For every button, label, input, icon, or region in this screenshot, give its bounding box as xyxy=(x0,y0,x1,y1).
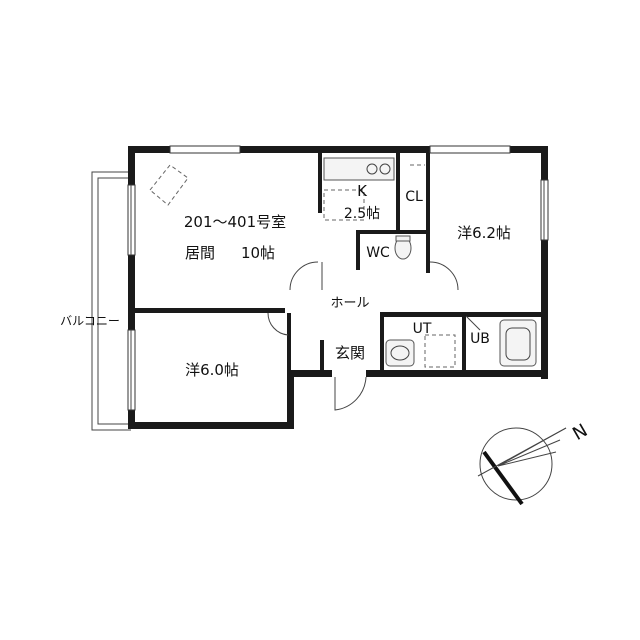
compass-north-label: N xyxy=(569,420,591,445)
utility-fixtures xyxy=(385,334,456,368)
utility-label: UT xyxy=(413,321,432,337)
door-swings xyxy=(267,261,481,411)
living-room-size: 10帖 xyxy=(241,244,275,262)
balcony-label: バルコニー xyxy=(60,314,120,328)
unit-bath xyxy=(499,319,537,367)
windows xyxy=(127,145,549,411)
kitchen-counter xyxy=(323,157,395,221)
unit-range-label: 201～401号室 xyxy=(184,213,286,231)
balcony xyxy=(91,171,131,431)
kitchen-name: K xyxy=(357,182,368,200)
ceiling-hatch xyxy=(149,164,425,206)
interior-walls xyxy=(135,153,548,372)
western-room-west-label: 洋6.0帖 xyxy=(185,361,239,379)
compass: N xyxy=(477,420,591,506)
kitchen-size: 2.5帖 xyxy=(344,206,380,222)
bath-label: UB xyxy=(470,331,490,347)
entrance-label: 玄関 xyxy=(335,344,365,362)
western-room-east-label: 洋6.2帖 xyxy=(457,224,511,242)
outer-walls xyxy=(128,146,548,429)
hall-label: ホール xyxy=(330,296,369,311)
living-room-name: 居間 xyxy=(185,244,215,262)
closet-label: CL xyxy=(405,189,423,205)
toilet-fixture xyxy=(394,235,412,260)
toilet-label: WC xyxy=(366,245,390,261)
